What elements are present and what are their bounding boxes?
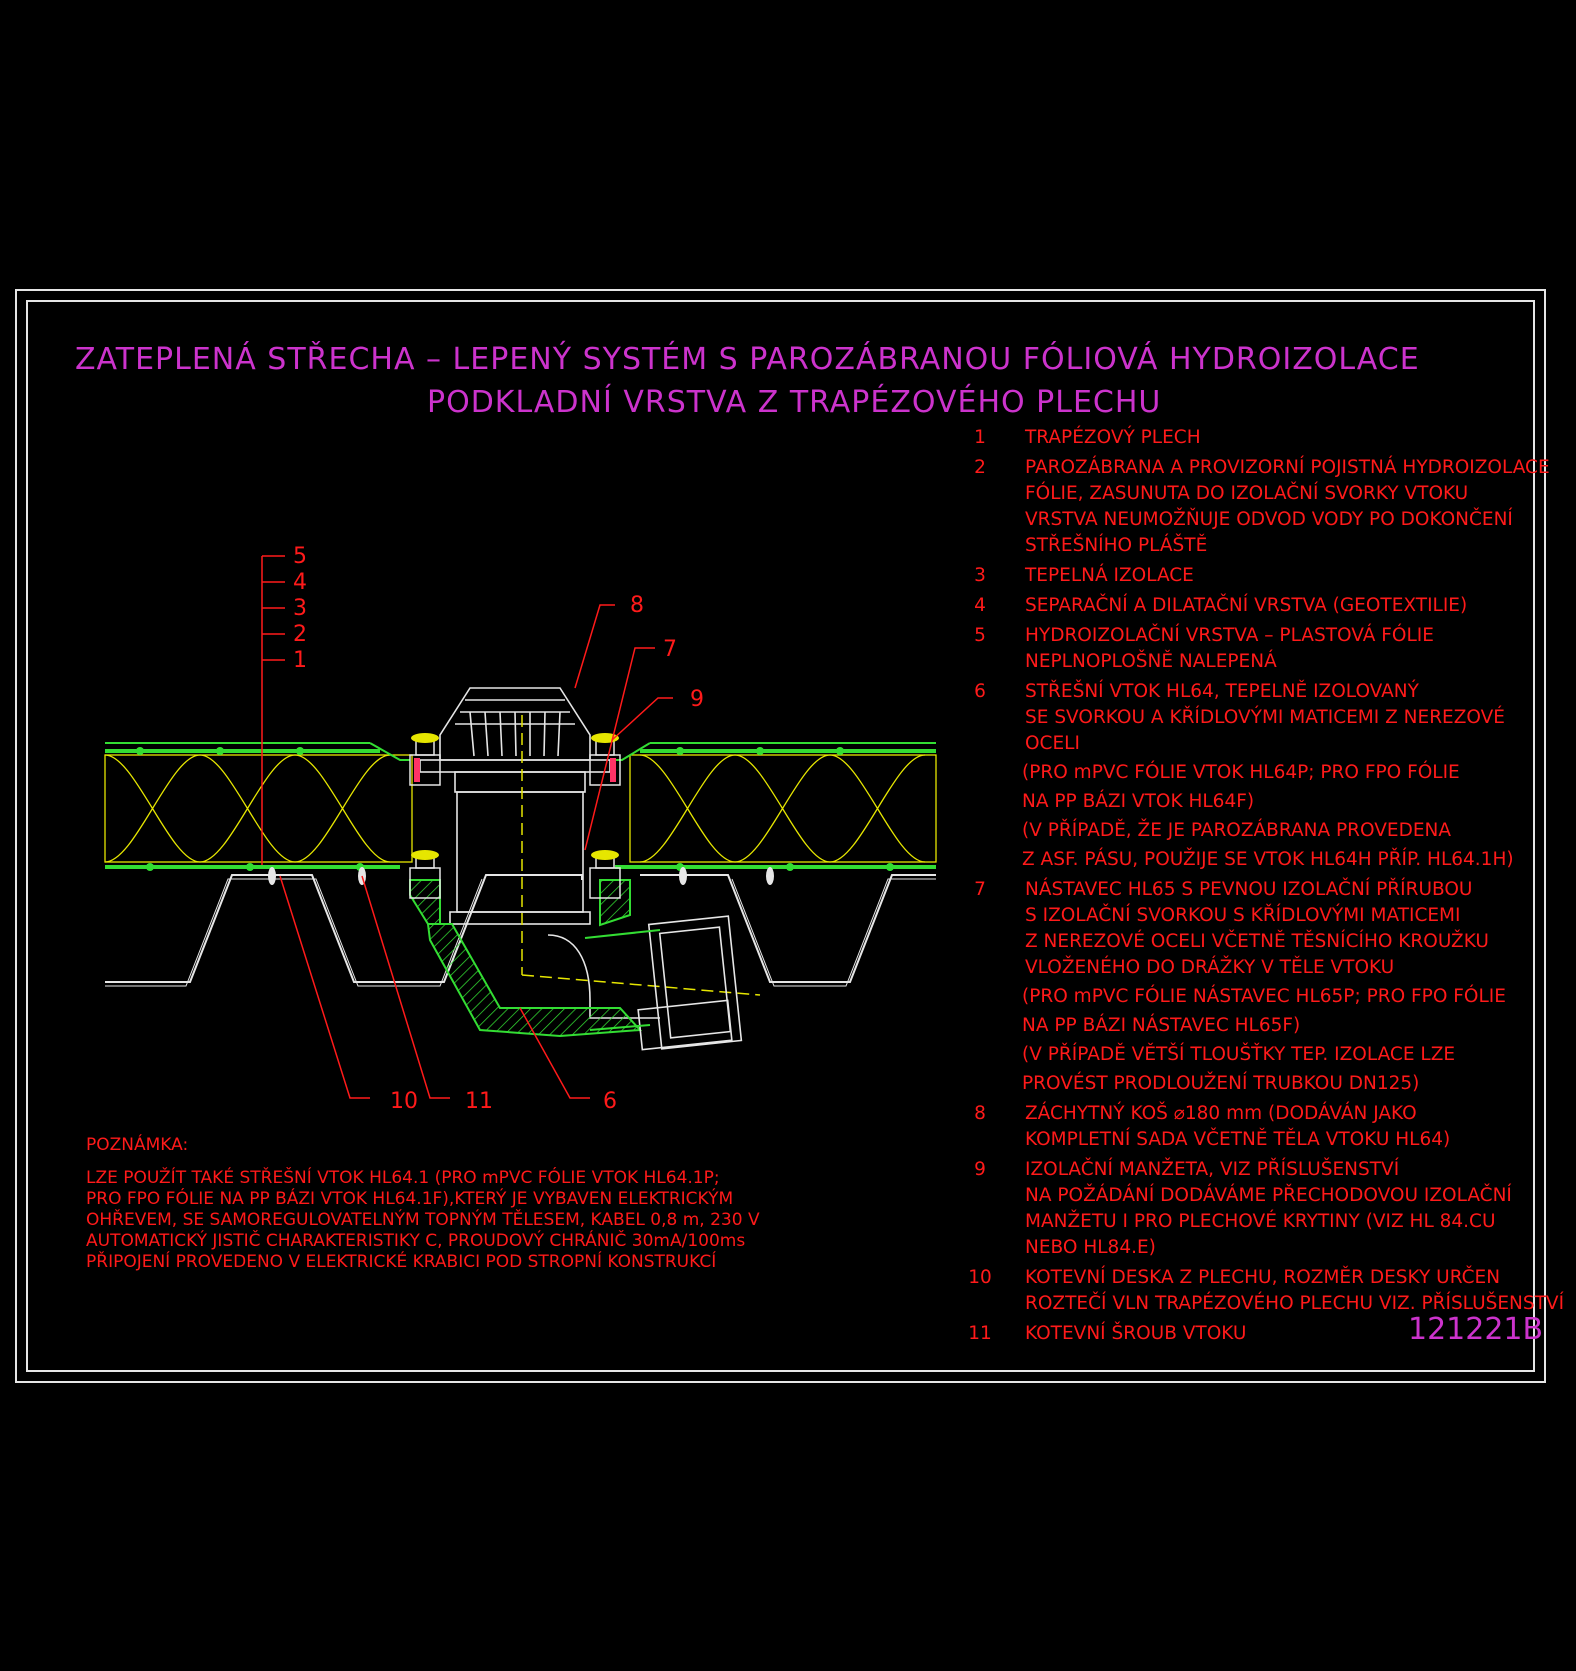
- legend-text: IZOLAČNÍ MANŽETA, VIZ PŘÍSLUŠENSTVÍ: [1025, 1159, 1400, 1180]
- legend-number: 9: [974, 1159, 986, 1180]
- legend-item: 11 KOTEVNÍ ŠROUB VTOKU: [960, 1321, 1540, 1347]
- legend-item: 3 TEPELNÁ IZOLACE: [960, 563, 1540, 589]
- drawing-frame-outer: [15, 289, 1546, 1383]
- drawing-title-line-1: ZATEPLENÁ STŘECHA – LEPENÝ SYSTÉM S PARO…: [75, 342, 1420, 377]
- legend-text: STŘEŠNÍHO PLÁŠTĚ: [1025, 535, 1208, 556]
- legend-note: NA PP BÁZI NÁSTAVEC HL65F): [1022, 1015, 1301, 1036]
- legend-number: 1: [974, 427, 986, 448]
- drawing-title-line-2: PODKLADNÍ VRSTVA Z TRAPÉZOVÉHO PLECHU: [427, 385, 1162, 420]
- label-10: 10: [390, 1089, 418, 1114]
- legend-text: FÓLIE, ZASUNUTA DO IZOLAČNÍ SVORKY VTOKU: [1025, 483, 1469, 504]
- legend-text: KOTEVNÍ ŠROUB VTOKU: [1025, 1323, 1247, 1344]
- legend-note: (PRO mPVC FÓLIE VTOK HL64P; PRO FPO FÓLI…: [1022, 762, 1460, 783]
- legend-text: HYDROIZOLAČNÍ VRSTVA – PLASTOVÁ FÓLIE: [1025, 625, 1434, 646]
- legend-item: 6 STŘEŠNÍ VTOK HL64, TEPELNĚ IZOLOVANÝ SE …: [960, 679, 1540, 873]
- legend-number: 10: [968, 1267, 992, 1288]
- legend-text: KOMPLETNÍ SADA VČETNĚ TĚLA VTOKU HL64): [1025, 1129, 1451, 1150]
- legend-text: VRSTVA NEUMOŽŇUJE ODVOD VODY PO DOKONČEN…: [1025, 509, 1513, 530]
- legend-item: 9 IZOLAČNÍ MANŽETA, VIZ PŘÍSLUŠENSTVÍ NA P…: [960, 1157, 1540, 1261]
- legend-number: 11: [968, 1323, 992, 1344]
- note-text: LZE POUŽÍT TAKÉ STŘEŠNÍ VTOK HL64.1 (PRO…: [86, 1168, 760, 1273]
- drain-thermal-jacket: [426, 923, 643, 1038]
- legend-number: 4: [974, 595, 986, 616]
- note-line: PŘIPOJENÍ PROVEDENO V ELEKTRICKÉ KRABICI…: [86, 1252, 717, 1272]
- waterproofing-membrane: [105, 742, 936, 761]
- legend-note: PROVÉST PRODLOUŽENÍ TRUBKOU DN125): [1022, 1073, 1420, 1094]
- legend-number: 6: [974, 681, 986, 702]
- label-4: 4: [293, 570, 307, 595]
- legend-item: 1 TRAPÉZOVÝ PLECH: [960, 425, 1540, 451]
- legend-text: SEPARAČNÍ A DILATAČNÍ VRSTVA (GEOTEXTILI…: [1025, 595, 1468, 616]
- label-5: 5: [293, 544, 307, 569]
- label-8: 8: [630, 593, 644, 618]
- label-3: 3: [293, 596, 307, 621]
- outlet-pipe: [584, 915, 743, 1051]
- legend-item: 2 PAROZÁBRANA A PROVIZORNÍ POJISTNÁ HYDRO…: [960, 455, 1550, 559]
- legend-text: SE SVORKOU A KŘÍDLOVÝMI MATICEMI Z NEREZ…: [1025, 707, 1505, 728]
- legend-number: 7: [974, 879, 986, 900]
- legend-number: 5: [974, 625, 986, 646]
- note-block: POZNÁMKA: LZE POUŽÍT TAKÉ STŘEŠNÍ VTOK H…: [86, 1135, 760, 1273]
- legend-text: OCELI: [1025, 733, 1080, 754]
- thermal-insulation: [104, 754, 937, 863]
- note-line: AUTOMATICKÝ JISTIČ CHARAKTERISTIKY C, PR…: [86, 1231, 746, 1251]
- label-11: 11: [465, 1089, 493, 1114]
- drawing-frame-inner: [26, 300, 1535, 1372]
- membrane-dots: [136, 747, 894, 871]
- leader-lines: [261, 555, 673, 1099]
- legend-text: NEPLNOPLOŠNĚ NALEPENÁ: [1025, 651, 1277, 672]
- note-line: OHŘEVEM, SE SAMOREGULOVATELNÝM TOPNÝM TĚ…: [86, 1210, 760, 1230]
- legend-number: 3: [974, 565, 986, 586]
- legend-text: Z NEREZOVÉ OCELI VČETNĚ TĚSNÍCÍHO KROUŽK…: [1025, 931, 1489, 952]
- legend-text: NA POŽÁDÁNÍ DODÁVÁME PŘECHODOVOU IZOLAČN…: [1025, 1185, 1512, 1206]
- legend-item: 10 KOTEVNÍ DESKA Z PLECHU, ROZMĚR DESKY U…: [960, 1265, 1565, 1317]
- legend-text: ROZTEČÍ VLN TRAPÉZOVÉHO PLECHU VIZ. PŘÍS…: [1025, 1293, 1565, 1314]
- legend-note: Z ASF. PÁSU, POUŽIJE SE VTOK HL64H PŘÍP.…: [1022, 849, 1514, 870]
- legend-text: TEPELNÁ IZOLACE: [1025, 565, 1194, 586]
- label-1: 1: [293, 648, 307, 673]
- legend-text: S IZOLAČNÍ SVORKOU S KŘÍDLOVÝMI MATICEMI: [1025, 905, 1461, 926]
- legend-number: 2: [974, 457, 986, 478]
- legend-text: PAROZÁBRANA A PROVIZORNÍ POJISTNÁ HYDROI…: [1025, 457, 1550, 478]
- label-7: 7: [663, 637, 677, 662]
- legend-text: TRAPÉZOVÝ PLECH: [1025, 427, 1201, 448]
- trapezoidal-sheet: [105, 874, 936, 983]
- legend-text: NEBO HL84.E): [1025, 1237, 1156, 1258]
- legend-text: MANŽETU I PRO PLECHOVÉ KRYTINY (VIZ HL 8…: [1025, 1211, 1496, 1232]
- note-line: PRO FPO FÓLIE NA PP BÁZI VTOK HL64.1F),K…: [86, 1189, 734, 1209]
- label-6: 6: [603, 1089, 617, 1114]
- label-9: 9: [690, 687, 704, 712]
- legend-number: 8: [974, 1103, 986, 1124]
- note-line: LZE POUŽÍT TAKÉ STŘEŠNÍ VTOK HL64.1 (PRO…: [86, 1168, 720, 1188]
- legend-list: 1 TRAPÉZOVÝ PLECH 2 PAROZÁBRANA A PROVIZORN…: [960, 425, 1565, 1351]
- legend-note: NA PP BÁZI VTOK HL64F): [1022, 791, 1255, 812]
- legend-note: (PRO mPVC FÓLIE NÁSTAVEC HL65P; PRO FPO …: [1022, 986, 1506, 1007]
- legend-note: (V PŘÍPADĚ, ŽE JE PAROZÁBRANA PROVEDENA: [1022, 820, 1452, 841]
- legend-text: NÁSTAVEC HL65 S PEVNOU IZOLAČNÍ PŘÍRUBOU: [1025, 879, 1473, 900]
- label-2: 2: [293, 622, 307, 647]
- note-heading: POZNÁMKA:: [86, 1135, 189, 1155]
- legend-item: 7 NÁSTAVEC HL65 S PEVNOU IZOLAČNÍ PŘÍRUBO…: [960, 877, 1540, 1097]
- legend-item: 8 ZÁCHYTNÝ KOŠ ⌀180 mm (DODÁVÁN JAKO KOMPL…: [960, 1101, 1540, 1153]
- legend-text: STŘEŠNÍ VTOK HL64, TEPELNĚ IZOLOVANÝ: [1025, 681, 1419, 702]
- legend-note: (V PŘÍPADĚ VĚTŠÍ TLOUŠŤKY TEP. IZOLACE L…: [1022, 1044, 1456, 1065]
- legend-text: KOTEVNÍ DESKA Z PLECHU, ROZMĚR DESKY URČ…: [1025, 1267, 1501, 1288]
- roof-drain-body: [419, 687, 660, 1019]
- legend-item: 5 HYDROIZOLAČNÍ VRSTVA – PLASTOVÁ FÓLIE NE…: [960, 623, 1540, 675]
- legend-item: 4 SEPARAČNÍ A DILATAČNÍ VRSTVA (GEOTEXTIL…: [960, 593, 1540, 619]
- legend-text: ZÁCHYTNÝ KOŠ ⌀180 mm (DODÁVÁN JAKO: [1025, 1103, 1417, 1124]
- drawing-code: 121221B: [1408, 1312, 1544, 1347]
- legend-text: VLOŽENÉHO DO DRÁŽKY V TĚLE VTOKU: [1025, 957, 1395, 978]
